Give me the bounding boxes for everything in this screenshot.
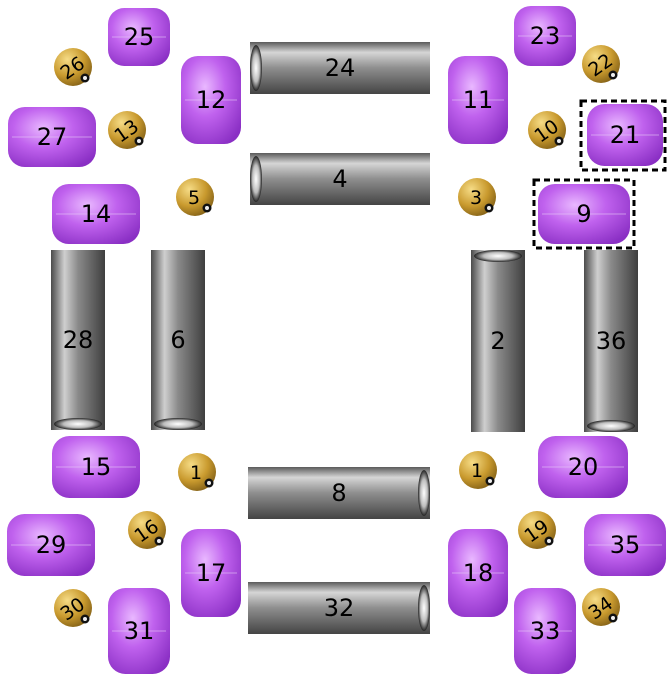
ball-1b-hole-shine — [488, 479, 492, 483]
ball-3[interactable]: 3 — [458, 178, 496, 216]
bead-27-label: 27 — [37, 123, 68, 151]
bead-18-label: 18 — [463, 559, 494, 587]
ball-5-label: 5 — [188, 187, 200, 209]
bead-23-label: 23 — [530, 22, 561, 50]
bead-31[interactable]: 31 — [108, 588, 170, 674]
ball-26[interactable]: 26 — [54, 48, 92, 86]
bead-14-label: 14 — [81, 200, 112, 228]
bead-21-label: 21 — [610, 121, 641, 149]
ball-22-hole-shine — [611, 73, 615, 77]
tube-8[interactable]: 8 — [248, 467, 430, 519]
bead-18[interactable]: 18 — [448, 529, 508, 617]
ball-3-hole-shine — [487, 206, 491, 210]
bead-12-label: 12 — [196, 86, 227, 114]
tube-32-label: 32 — [324, 594, 355, 622]
tube-32[interactable]: 32 — [248, 582, 430, 634]
bead-27[interactable]: 27 — [8, 107, 96, 167]
ball-1a-hole-shine — [207, 481, 211, 485]
ball-34-hole-shine — [611, 616, 615, 620]
bead-35[interactable]: 35 — [584, 514, 666, 576]
tube-6-label: 6 — [170, 326, 185, 354]
ball-13-hole-shine — [137, 139, 141, 143]
bead-11[interactable]: 11 — [448, 56, 508, 144]
tube-32-end — [418, 585, 430, 631]
bead-17-label: 17 — [196, 559, 227, 587]
bead-20[interactable]: 20 — [538, 436, 628, 498]
tube-28[interactable]: 28 — [51, 250, 105, 430]
ball-5-hole-shine — [205, 206, 209, 210]
tube-24-end — [250, 45, 262, 91]
tube-8-end — [418, 470, 430, 516]
ball-3-label: 3 — [470, 187, 482, 209]
tube-4-label: 4 — [332, 165, 347, 193]
bead-25-label: 25 — [124, 23, 155, 51]
tube-2-end — [474, 250, 522, 262]
bead-33-label: 33 — [530, 617, 561, 645]
bead-14[interactable]: 14 — [52, 184, 140, 244]
tube-24-label: 24 — [325, 54, 356, 82]
ball-19-hole-shine — [547, 539, 551, 543]
ball-30[interactable]: 30 — [54, 589, 92, 627]
bead-25[interactable]: 25 — [108, 8, 170, 66]
tube-36[interactable]: 36 — [584, 250, 638, 432]
tube-8-label: 8 — [331, 479, 346, 507]
bead-23[interactable]: 23 — [514, 6, 576, 66]
tube-4[interactable]: 4 — [250, 153, 430, 205]
bead-9[interactable]: 9 — [538, 184, 630, 244]
ball-13[interactable]: 13 — [108, 111, 146, 149]
bead-35-label: 35 — [610, 531, 641, 559]
ball-26-hole-shine — [83, 76, 87, 80]
ball-22[interactable]: 22 — [582, 45, 620, 83]
tube-36-label: 36 — [596, 327, 627, 355]
tube-2[interactable]: 2 — [471, 250, 525, 432]
ball-1b[interactable]: 1 — [459, 451, 497, 489]
ball-5[interactable]: 5 — [176, 178, 214, 216]
ball-16[interactable]: 16 — [128, 511, 166, 549]
tube-6-end — [154, 418, 202, 430]
bead-33[interactable]: 33 — [514, 588, 576, 674]
tube-4-end — [250, 156, 262, 202]
ball-10-hole-shine — [557, 139, 561, 143]
ball-30-hole-shine — [83, 617, 87, 621]
bead-15-label: 15 — [81, 453, 112, 481]
bead-21[interactable]: 21 — [587, 104, 663, 166]
bead-11-label: 11 — [463, 86, 494, 114]
bead-9-label: 9 — [576, 200, 591, 228]
bead-29-label: 29 — [36, 531, 67, 559]
ball-19[interactable]: 19 — [518, 511, 556, 549]
tube-2-label: 2 — [490, 327, 505, 355]
ball-16-hole-shine — [157, 539, 161, 543]
ball-1b-label: 1 — [471, 460, 483, 482]
tube-28-end — [54, 418, 102, 430]
bead-20-label: 20 — [568, 453, 599, 481]
tube-36-end — [587, 420, 635, 432]
ball-1a-label: 1 — [190, 462, 202, 484]
ball-10[interactable]: 10 — [528, 111, 566, 149]
bead-17[interactable]: 17 — [181, 529, 241, 617]
bead-29[interactable]: 29 — [7, 514, 95, 576]
tube-28-label: 28 — [63, 326, 94, 354]
ball-34[interactable]: 34 — [582, 588, 620, 626]
tube-24[interactable]: 24 — [250, 42, 430, 94]
tube-6[interactable]: 6 — [151, 250, 205, 430]
bead-31-label: 31 — [124, 617, 155, 645]
bead-15[interactable]: 15 — [52, 436, 140, 498]
bead-12[interactable]: 12 — [181, 56, 241, 144]
ball-1a[interactable]: 1 — [178, 453, 216, 491]
